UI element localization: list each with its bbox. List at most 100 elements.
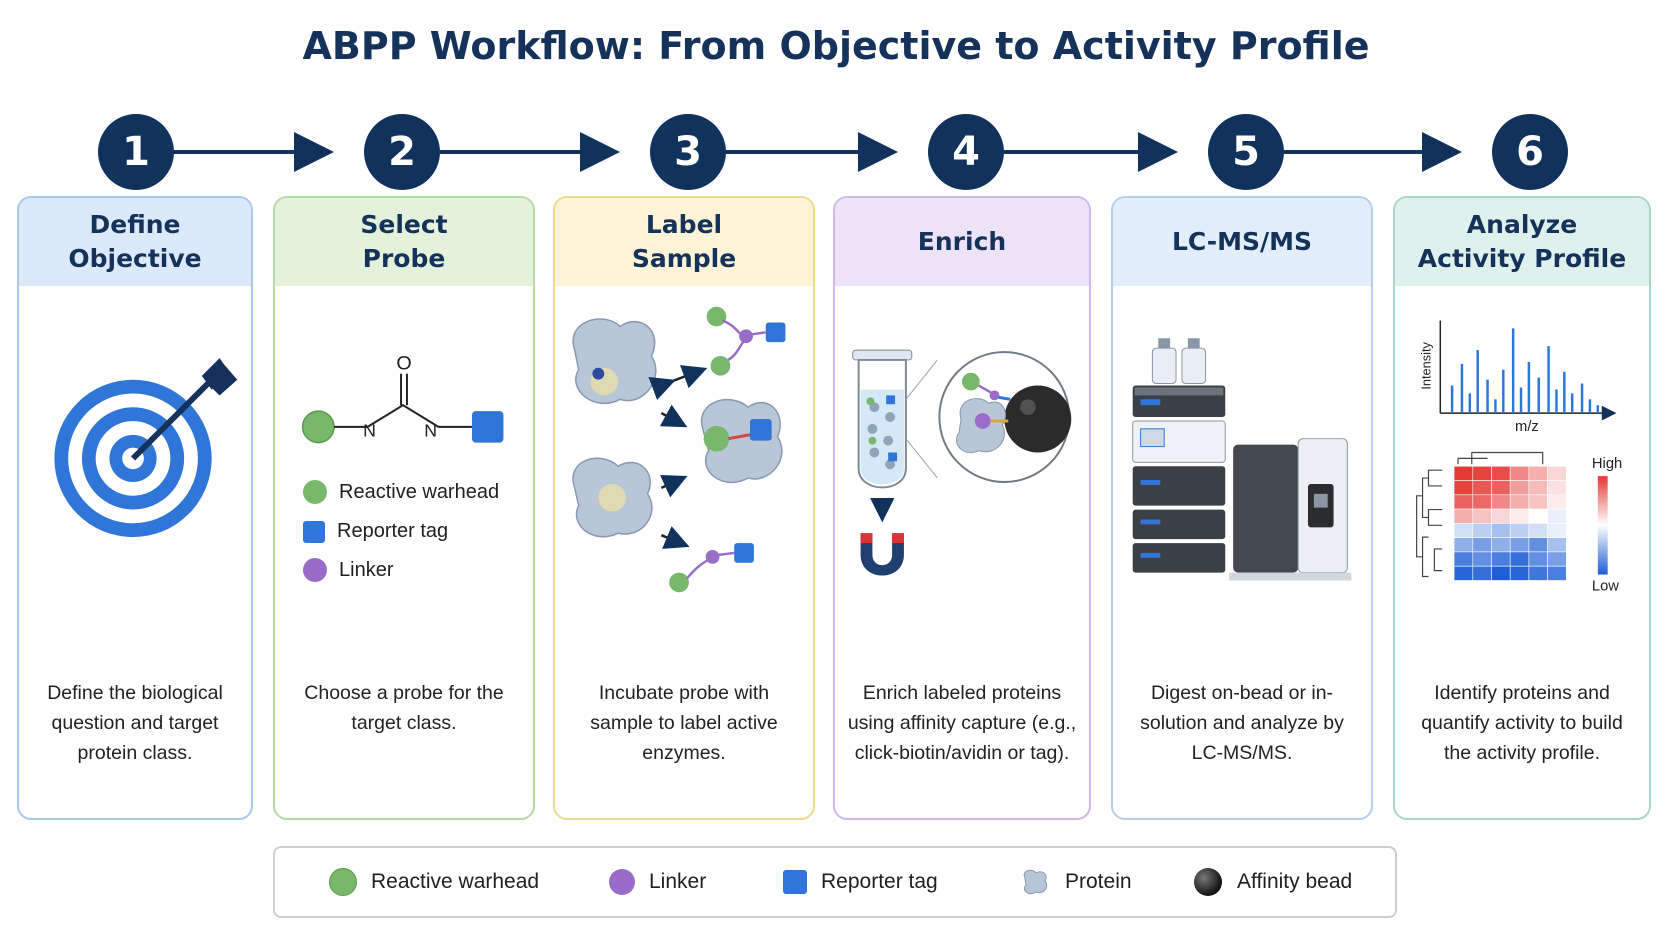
linker-swatch bbox=[303, 558, 327, 582]
heatmap-cell bbox=[1528, 523, 1548, 538]
probe-legend-label: Reporter tag bbox=[337, 520, 449, 542]
heatmap-cell bbox=[1472, 465, 1492, 481]
heatmap-cell bbox=[1509, 551, 1530, 567]
heatmap-cell bbox=[1472, 508, 1492, 524]
warhead-swatch bbox=[303, 480, 327, 504]
heatmap-cell bbox=[1509, 508, 1530, 524]
reporter-swatch bbox=[783, 870, 807, 894]
flow-arrows bbox=[172, 132, 1462, 172]
step-number-2: 2 bbox=[364, 114, 440, 190]
step-card-4: Enrich Enrich labeled proteins using aff… bbox=[833, 196, 1091, 820]
heatmap-cell bbox=[1472, 523, 1492, 538]
activity-profile-illustration: Intensity m/z High Low bbox=[1416, 320, 1622, 594]
heatmap-cell bbox=[1472, 537, 1492, 553]
legend-item-reporter: Reporter tag bbox=[783, 848, 938, 916]
heatmap-cell bbox=[1528, 465, 1548, 481]
heatmap-cell bbox=[1472, 480, 1492, 496]
legend-label: Affinity bead bbox=[1237, 870, 1353, 893]
legend-label: Reporter tag bbox=[821, 870, 938, 893]
heatmap-cell bbox=[1491, 480, 1511, 496]
spectrum-x-label: m/z bbox=[1515, 419, 1539, 435]
heatmap-cell bbox=[1547, 551, 1567, 567]
legend-item-protein: Protein bbox=[1019, 848, 1132, 916]
spectrum-y-label: Intensity bbox=[1418, 341, 1433, 389]
affinity-bead-icon bbox=[1194, 868, 1222, 896]
step-number-4: 4 bbox=[928, 114, 1004, 190]
heatmap-cell bbox=[1453, 565, 1474, 581]
heatmap-high-label: High bbox=[1592, 456, 1622, 472]
legend-item-linker: Linker bbox=[609, 848, 706, 916]
heatmap-cell bbox=[1528, 565, 1548, 581]
legend-label: Reactive warhead bbox=[371, 870, 540, 893]
step-card-5: LC-MS/MS Digest on-bead or in-solution a… bbox=[1111, 196, 1373, 820]
step-description-6: Identify proteins and quantify activity … bbox=[1421, 682, 1623, 764]
step-heading-2: Select Probe bbox=[275, 198, 533, 286]
step-description-3: Incubate probe with sample to label acti… bbox=[590, 682, 778, 764]
heatmap-cell bbox=[1472, 551, 1492, 567]
heatmap-cell bbox=[1491, 523, 1511, 538]
step-description-5: Digest on-bead or in-solution and analyz… bbox=[1140, 682, 1344, 764]
step-card-2: Select Probe O N N Reactive warhead Repo… bbox=[273, 196, 535, 820]
step-description-4: Enrich labeled proteins using affinity c… bbox=[847, 682, 1077, 764]
probe-legend-label: Linker bbox=[339, 558, 394, 581]
heatmap-cell bbox=[1453, 508, 1474, 524]
heatmap-cell bbox=[1453, 494, 1474, 510]
step-heading-6: Analyze Activity Profile bbox=[1395, 198, 1649, 286]
heatmap-cell bbox=[1547, 565, 1567, 581]
labeling-illustration bbox=[572, 306, 788, 593]
step-number-1: 1 bbox=[98, 114, 174, 190]
oxygen-atom-label: O bbox=[396, 353, 411, 375]
legend-label: Protein bbox=[1065, 870, 1132, 893]
reporter-swatch bbox=[303, 520, 325, 543]
heatmap-cell bbox=[1547, 465, 1567, 481]
warhead-swatch bbox=[329, 868, 357, 896]
legend-label: Linker bbox=[649, 870, 707, 893]
heatmap-cell bbox=[1453, 465, 1474, 481]
probe-legend-warhead: Reactive warhead bbox=[303, 480, 499, 504]
workflow-steps: 1 2 3 4 5 6 bbox=[0, 110, 1672, 190]
heatmap-cell bbox=[1547, 523, 1567, 538]
probe-structure: O N N bbox=[301, 353, 504, 444]
page-title: ABPP Workflow: From Objective to Activit… bbox=[302, 24, 1370, 68]
target-icon bbox=[54, 358, 238, 538]
protein-icon bbox=[1023, 869, 1048, 895]
heatmap-cell bbox=[1472, 565, 1492, 581]
legend-item-warhead: Reactive warhead bbox=[329, 848, 539, 916]
heatmap-cell bbox=[1453, 551, 1474, 567]
heatmap-cell bbox=[1491, 508, 1511, 524]
heatmap-cell bbox=[1491, 537, 1511, 553]
heatmap-cell bbox=[1528, 551, 1548, 567]
heatmap-cell bbox=[1509, 537, 1530, 553]
heatmap-cell bbox=[1528, 537, 1548, 553]
step-number-3: 3 bbox=[650, 114, 726, 190]
step-number-5: 5 bbox=[1208, 114, 1284, 190]
probe-legend-reporter: Reporter tag bbox=[303, 520, 448, 543]
enrichment-illustration bbox=[852, 349, 1072, 576]
heatmap-cell bbox=[1547, 480, 1567, 496]
probe-legend-linker: Linker bbox=[303, 558, 393, 582]
heatmap-cell bbox=[1509, 523, 1530, 538]
lcms-instrument-illustration bbox=[1132, 338, 1352, 581]
heatmap-cell bbox=[1491, 565, 1511, 581]
step-heading-1: Define Objective bbox=[19, 198, 251, 286]
heatmap-cell bbox=[1472, 494, 1492, 510]
heatmap-cell bbox=[1547, 508, 1567, 524]
heatmap-cell bbox=[1509, 465, 1530, 481]
heatmap-cell bbox=[1509, 565, 1530, 581]
heatmap-cell bbox=[1528, 494, 1548, 510]
heatmap-low-label: Low bbox=[1592, 578, 1619, 594]
heatmap-cell bbox=[1453, 523, 1474, 538]
legend-item-bead: Affinity bead bbox=[1193, 848, 1352, 916]
heatmap-cell bbox=[1491, 494, 1511, 510]
step-number-6: 6 bbox=[1492, 114, 1568, 190]
step-card-3: Label Sample bbox=[553, 196, 815, 820]
heatmap-grid bbox=[1453, 465, 1567, 581]
step-heading-5: LC-MS/MS bbox=[1113, 198, 1371, 286]
nitrogen-atom-label-1: N bbox=[363, 421, 376, 441]
heatmap-cell bbox=[1509, 494, 1530, 510]
heatmap-cell bbox=[1491, 551, 1511, 567]
heatmap-cell bbox=[1547, 494, 1567, 510]
step-description-2: Choose a probe for the target class. bbox=[304, 682, 504, 734]
probe-legend-label: Reactive warhead bbox=[339, 480, 500, 503]
heatmap-cell bbox=[1453, 537, 1474, 553]
